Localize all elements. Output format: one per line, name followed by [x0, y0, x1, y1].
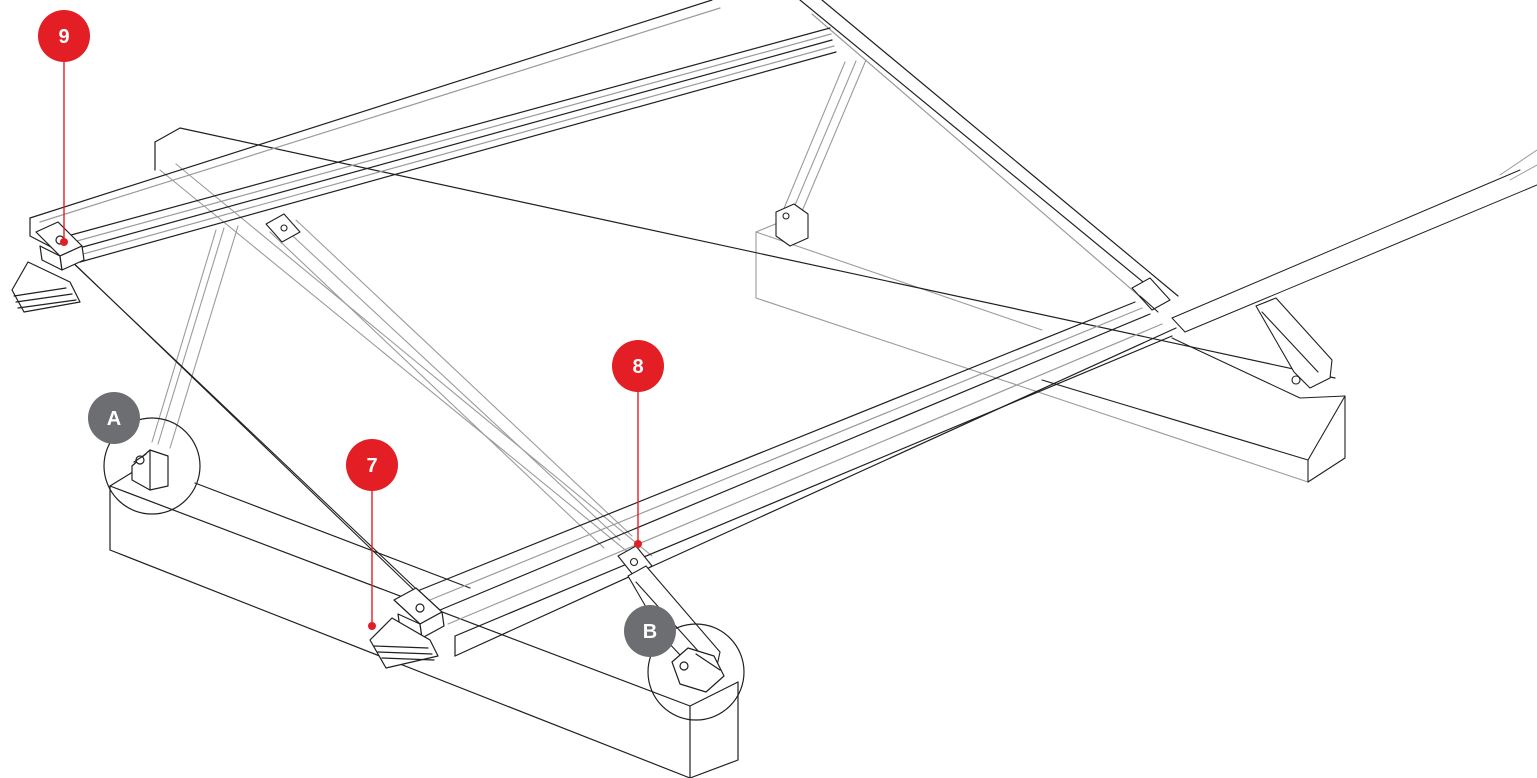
rear-bracket-right [775, 203, 809, 247]
leader-dot-8 [634, 540, 642, 548]
detail-badge-b-label: B [643, 621, 657, 643]
detail-badge-a: A [88, 392, 140, 444]
detail-circle-b [647, 623, 745, 721]
rear-support-leg-right [779, 59, 867, 219]
ballast-block-front [109, 469, 739, 778]
detail-badge-a-label: A [107, 408, 121, 430]
rear-bracket-far-right [1255, 297, 1333, 389]
callout-9: 9 [38, 10, 90, 62]
upper-rail [29, 0, 837, 263]
callout-7: 7 [346, 439, 398, 491]
rear-support-leg-left [151, 225, 239, 449]
rear-rail-far [154, 127, 1336, 379]
leader-dot-9 [60, 238, 68, 246]
callout-8-label: 8 [632, 356, 643, 378]
diagonal-brace-left [59, 163, 653, 605]
callout-9-label: 9 [58, 26, 69, 48]
callout-7-label: 7 [366, 455, 377, 477]
lower-rail [409, 301, 1177, 657]
leader-dot-7 [368, 622, 376, 630]
mid-clamp-upper [265, 213, 301, 243]
detail-badge-b: B [624, 605, 676, 657]
diagonal-brace-right [799, 0, 1179, 301]
detail-circle-a [103, 417, 201, 515]
rail-foot-lower-left [369, 617, 439, 669]
leader-lines [63, 59, 639, 627]
rail-foot-upper-left [11, 261, 81, 313]
end-clamp-lower-right [1131, 277, 1171, 313]
end-clamp-upper-left [35, 221, 85, 271]
callout-8: 8 [612, 340, 664, 392]
diagonal-brace-center [269, 219, 633, 549]
ballast-block-back [755, 217, 1346, 483]
leader-dots [60, 238, 642, 630]
panel-edge-right [1171, 149, 1537, 333]
